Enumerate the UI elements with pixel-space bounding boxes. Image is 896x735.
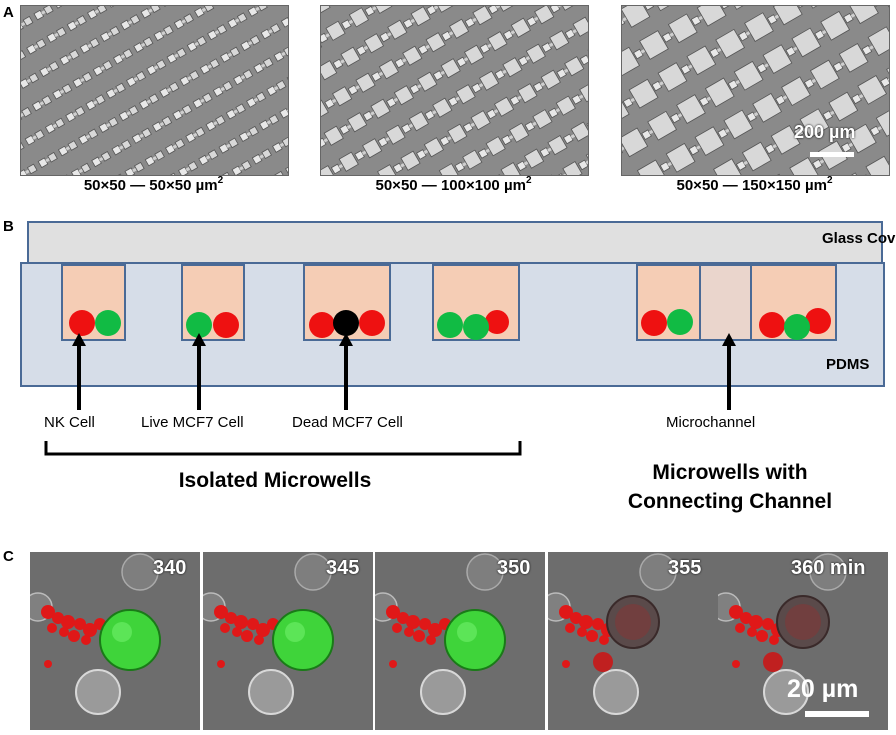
scale-bar-label-a: 200 µm <box>794 122 856 142</box>
time-label-340: 340 <box>153 557 187 579</box>
arrow-head <box>722 333 736 346</box>
arrow-head <box>72 333 86 346</box>
time-label-360: 360 min <box>791 557 866 579</box>
live-mcf7-label: Live MCF7 Cell <box>141 414 244 431</box>
microchannel-label: Microchannel <box>666 414 756 431</box>
glass-cover <box>27 221 883 267</box>
live-mcf7-cell <box>463 314 489 340</box>
timelapse-frame-350 <box>375 552 545 730</box>
caption-sem-1: 50×50 — 50×50 µm2 <box>83 175 224 194</box>
timelapse-frame-355 <box>548 552 718 730</box>
scale-bar-label-c: 20 µm <box>787 675 859 703</box>
glass-cover-label: Glass Cover <box>822 230 896 247</box>
live-mcf7-cell <box>186 312 212 338</box>
scale-bar-c <box>805 711 869 717</box>
microchannel <box>699 264 752 341</box>
nk-cell-label: NK Cell <box>44 414 95 431</box>
connected-microwells-label: Microwells with Connecting Channel <box>600 458 860 516</box>
nk-cell <box>759 312 785 338</box>
timelapse-frame-340 <box>30 552 200 730</box>
live-mcf7-cell <box>784 314 810 340</box>
isolated-microwells-label: Isolated Microwells <box>178 469 372 492</box>
time-label-345: 345 <box>326 557 360 579</box>
sem-image-50x50 <box>20 5 289 176</box>
isolated-bracket <box>44 441 522 456</box>
panel-c-letter: C <box>3 548 14 565</box>
nk-cell <box>805 308 831 334</box>
time-label-350: 350 <box>497 557 531 579</box>
sem-image-150x150: 200 µm <box>621 5 890 176</box>
live-mcf7-cell <box>667 309 693 335</box>
live-mcf7-cell <box>437 312 463 338</box>
nk-cell <box>309 312 335 338</box>
connected-line-1: Microwells with <box>652 461 808 484</box>
timelapse-frame-345 <box>203 552 373 730</box>
arrow-head <box>192 333 206 346</box>
sem-image-100x100 <box>320 5 589 176</box>
caption-sem-3: 50×50 — 150×150 µm2 <box>676 175 833 194</box>
time-label-355: 355 <box>668 557 702 579</box>
scale-bar-a <box>810 152 854 157</box>
nk-cell <box>359 310 385 336</box>
nk-cell <box>213 312 239 338</box>
nk-cell <box>485 310 509 334</box>
caption-sem-2: 50×50 — 100×100 µm2 <box>375 175 532 194</box>
pdms-label: PDMS <box>826 356 870 373</box>
arrow-head <box>339 333 353 346</box>
dead-mcf7-label: Dead MCF7 Cell <box>292 414 403 431</box>
dead-mcf7-cell <box>333 310 359 336</box>
timelapse-frame-360 <box>718 552 888 730</box>
microwell-schematic <box>20 221 885 456</box>
live-mcf7-cell <box>95 310 121 336</box>
panel-b-letter: B <box>3 218 14 235</box>
connected-line-2: Connecting Channel <box>627 490 833 513</box>
nk-cell <box>69 310 95 336</box>
panel-a-letter: A <box>3 4 14 21</box>
nk-cell <box>641 310 667 336</box>
